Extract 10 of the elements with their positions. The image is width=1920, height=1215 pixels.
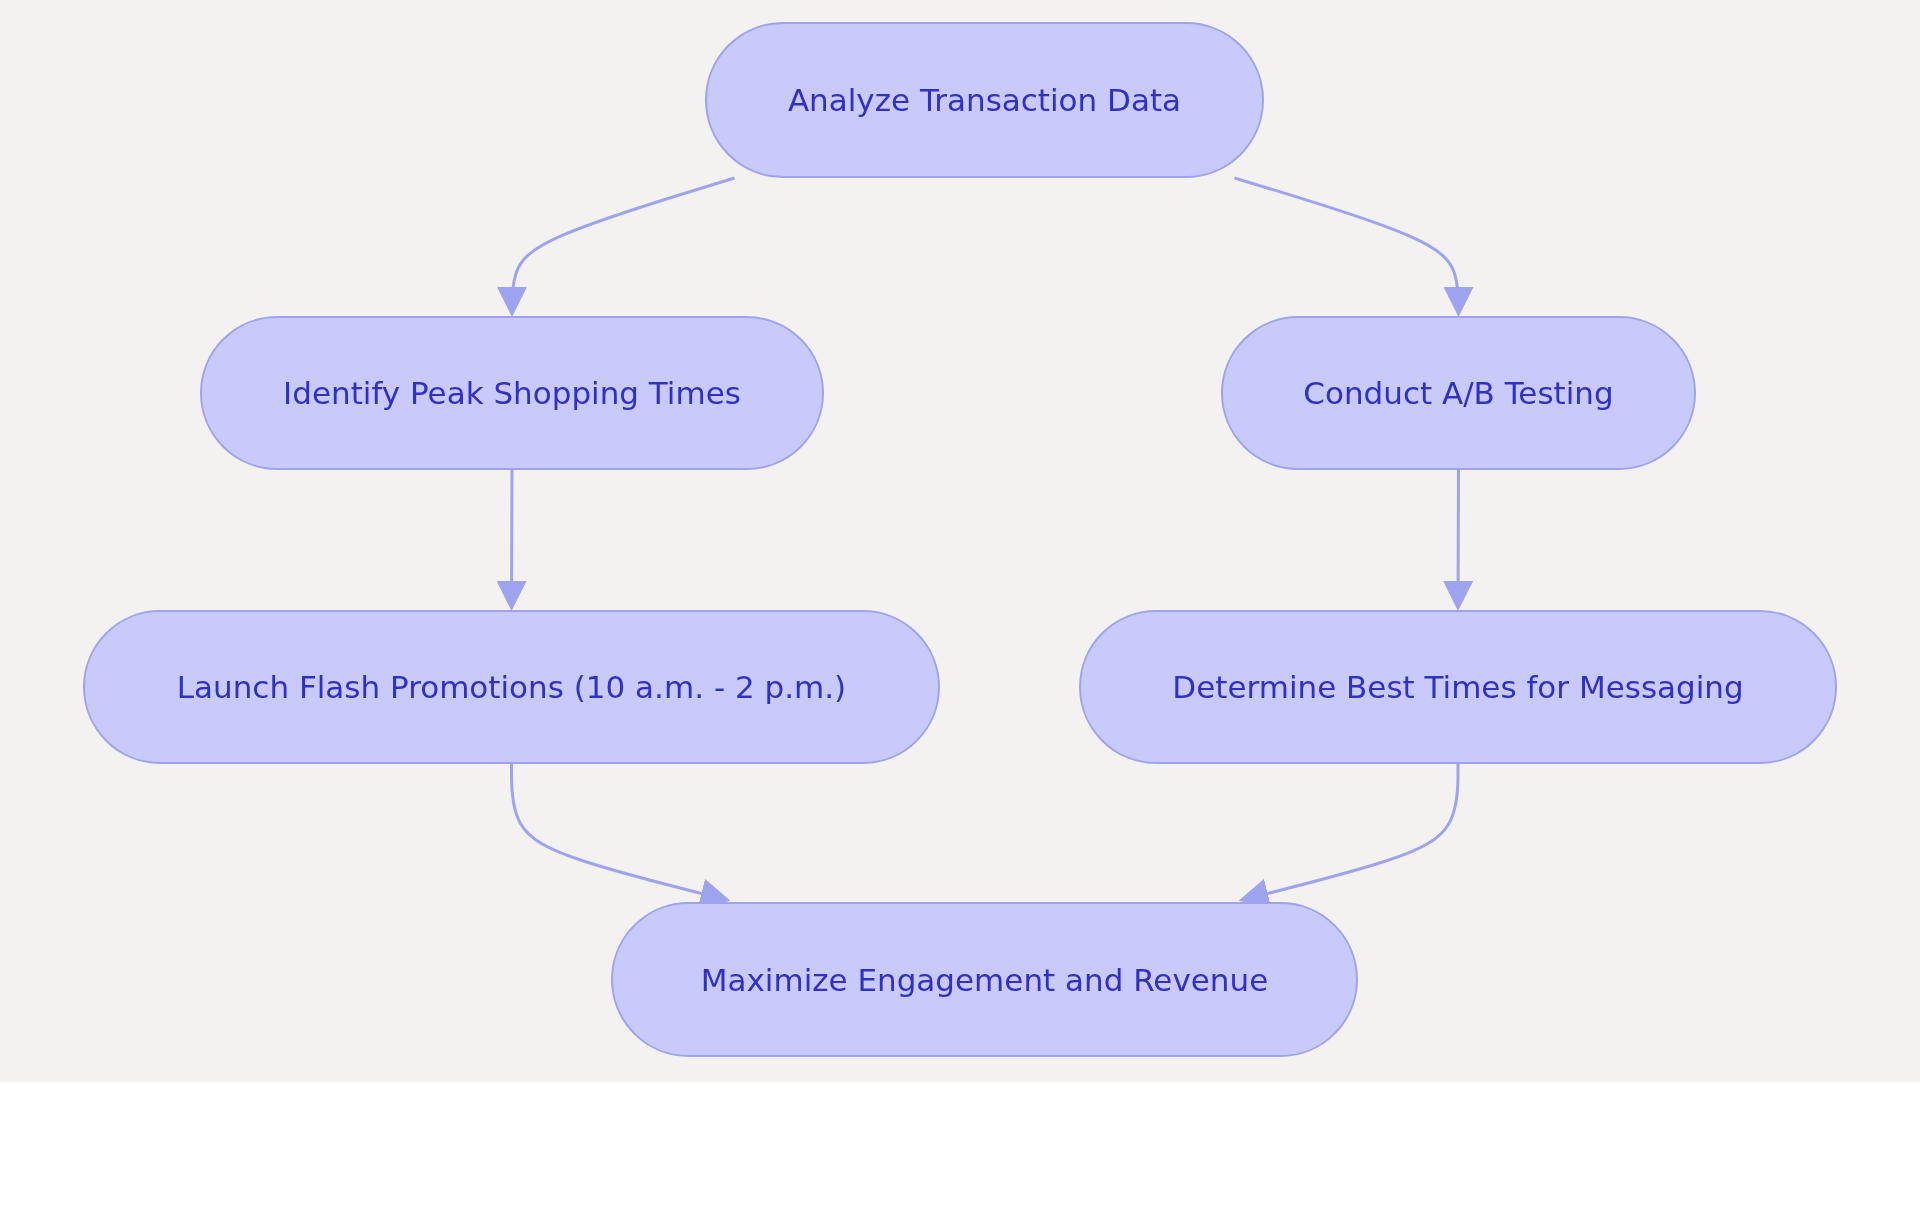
arrow: [1443, 470, 1474, 611]
arrow: [497, 176, 735, 317]
node-label: Launch Flash Promotions (10 a.m. - 2 p.m.): [176, 669, 847, 705]
node-label: Determine Best Times for Messaging: [1172, 669, 1744, 705]
arrow: [1234, 176, 1474, 317]
node-label: Conduct A/B Testing: [1303, 375, 1614, 411]
arrow: [496, 470, 527, 611]
node-label: Analyze Transaction Data: [787, 82, 1182, 118]
node-label: Maximize Engagement and Revenue: [700, 961, 1269, 998]
node-label: Identify Peak Shopping Times: [283, 375, 741, 411]
